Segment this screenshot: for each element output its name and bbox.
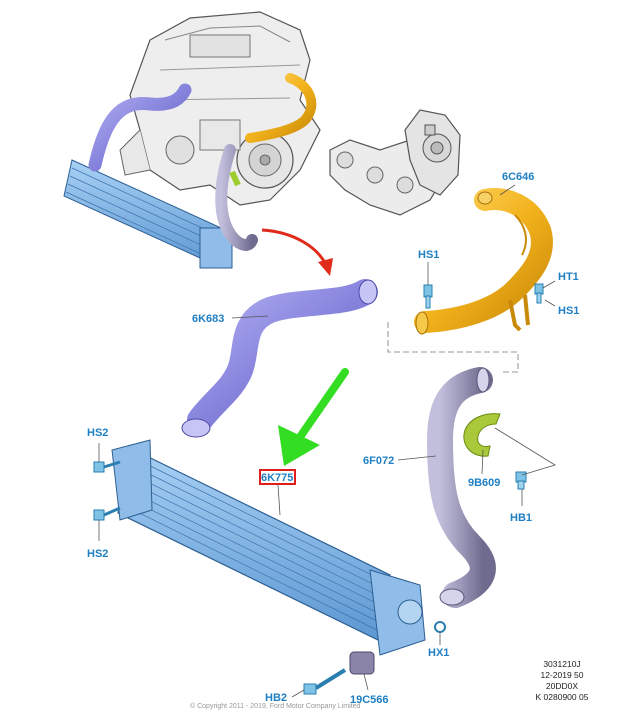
clip-9b609	[463, 413, 501, 457]
info-line-2: 12-2019 50	[540, 670, 584, 680]
clip-hx1	[434, 621, 446, 633]
label-19c566: 19C566	[350, 694, 389, 706]
label-hb1: HB1	[510, 512, 532, 524]
label-hs1-top: HS1	[418, 249, 439, 261]
label-6f072: 6F072	[363, 455, 394, 467]
bolt-hb2	[303, 668, 347, 695]
purple-hose-6k683	[181, 279, 378, 438]
leader-lines	[98, 184, 556, 698]
turbocharger-illustration	[329, 109, 461, 216]
info-line-4: K 0280900 05	[535, 692, 589, 702]
yellow-pipe-6c646	[414, 188, 553, 335]
upper-purple-hose	[88, 83, 192, 172]
label-6c646: 6C646	[502, 171, 534, 183]
upper-clip	[229, 170, 241, 187]
highlight-box-6k775	[259, 469, 296, 485]
info-line-1: 3031210J	[543, 659, 581, 669]
bolt-ht1	[534, 283, 544, 304]
info-line-3: 20DD0X	[545, 681, 579, 691]
label-hs2-top: HS2	[87, 427, 108, 439]
label-hx1: HX1	[428, 647, 449, 659]
connector-frame	[387, 322, 519, 373]
upper-grey-hose	[215, 144, 258, 251]
intercooler-small-illustration	[63, 159, 233, 269]
grommet-19c566	[349, 651, 375, 675]
label-hs2-bottom: HS2	[87, 548, 108, 560]
red-arrow	[261, 228, 333, 276]
intercooler-6k775	[111, 439, 426, 656]
bolt-hs1	[423, 284, 433, 309]
grey-hose-6f072	[426, 367, 496, 608]
label-6k775: 6K775	[261, 472, 293, 484]
label-9b609: 9B609	[468, 477, 500, 489]
label-hs1-right: HS1	[558, 305, 579, 317]
diagram-info-block: 3031210J 12-2019 50 20DD0X K 0280900 05	[492, 659, 632, 703]
bolt-hs2-bottom	[93, 506, 121, 521]
bolt-hb1	[515, 471, 527, 490]
label-6k683: 6K683	[192, 313, 224, 325]
engine-illustration	[119, 11, 321, 206]
upper-yellow-pipe	[245, 73, 317, 143]
copyright-notice: © Copyright 2011 - 2019, Ford Motor Comp…	[190, 703, 361, 710]
label-hb2: HB2	[265, 692, 287, 704]
label-ht1: HT1	[558, 271, 579, 283]
green-arrow	[278, 368, 349, 466]
